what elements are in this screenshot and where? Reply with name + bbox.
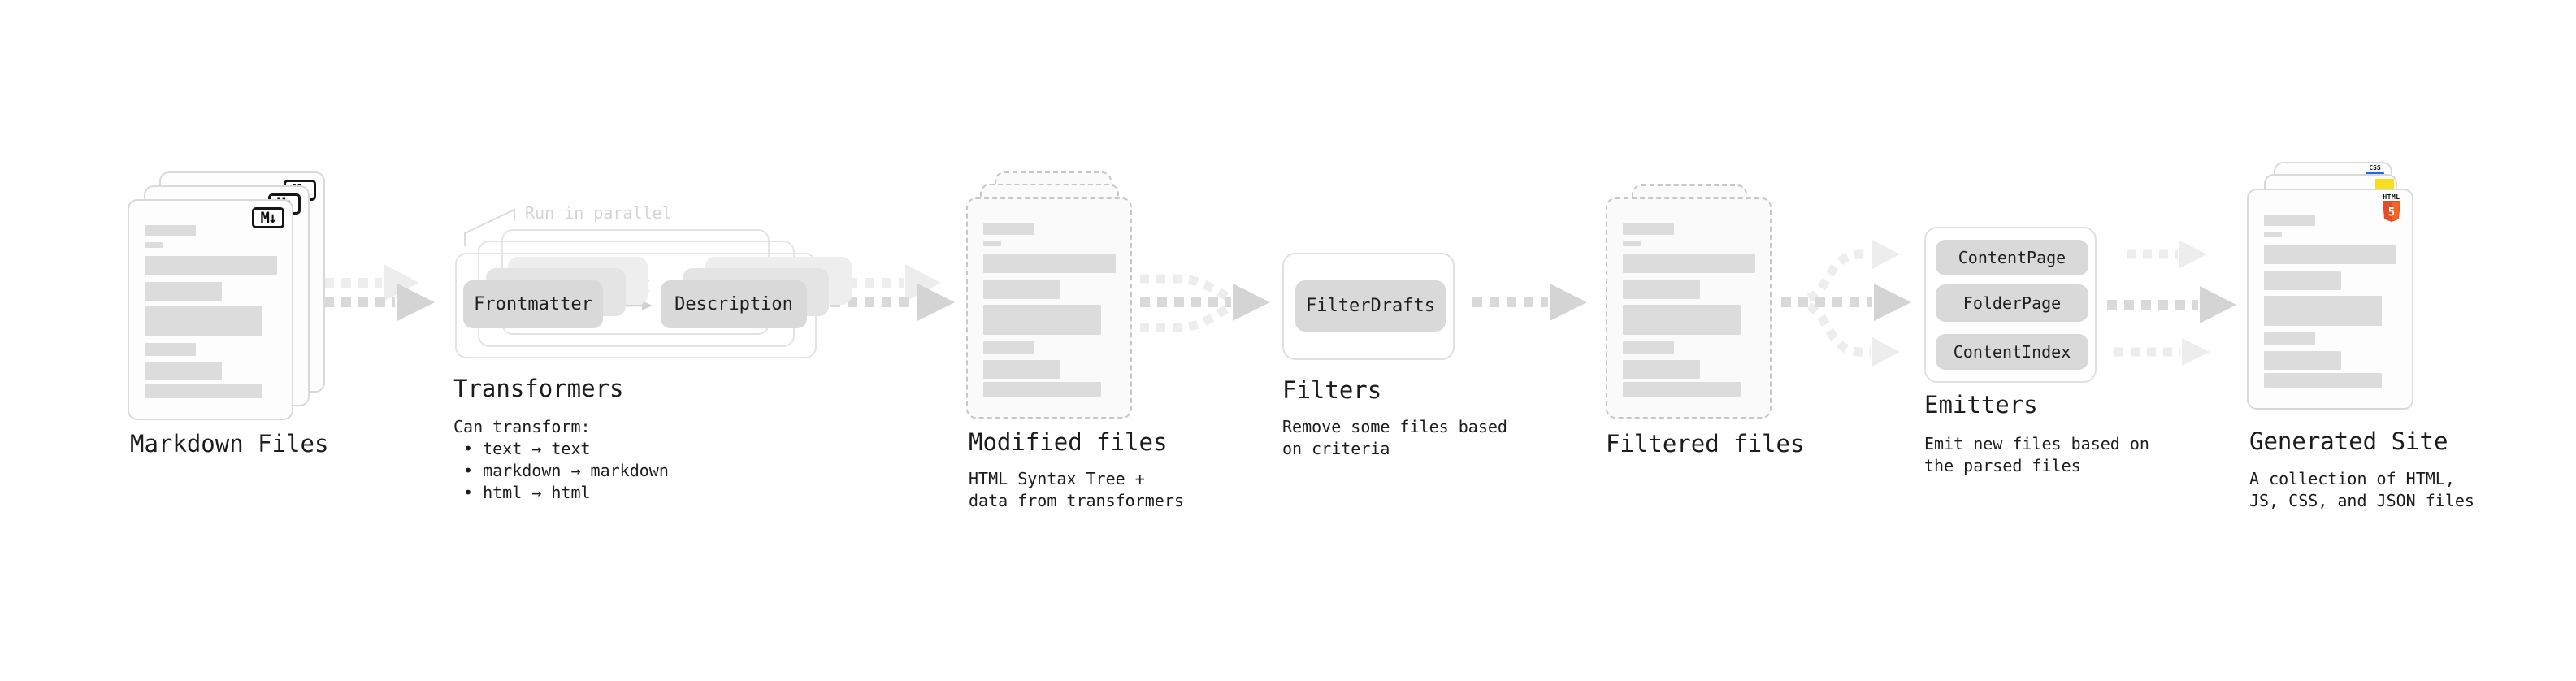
modified-files-desc-line: data from transformers [969, 491, 1184, 510]
generated-html-card: HTML 5 [2247, 189, 2413, 410]
placeholder-bar [145, 242, 163, 248]
placeholder-bar [2264, 271, 2341, 290]
svg-text:5: 5 [2388, 206, 2395, 219]
placeholder-bar [145, 343, 196, 356]
placeholder-bar [2264, 373, 2382, 388]
arrow-modified-to-filters [1140, 274, 1270, 332]
filters-desc-line: Remove some files based [1282, 417, 1507, 436]
generated-site-desc-line: JS, CSS, and JSON files [2249, 491, 2474, 510]
modified-files-desc-line: HTML Syntax Tree + [969, 469, 1145, 488]
js-file-icon [2375, 179, 2394, 189]
arrow-emitters-to-generated [2107, 241, 2236, 366]
placeholder-bar [983, 382, 1101, 397]
placeholder-bar [983, 341, 1034, 354]
placeholder-bar [145, 225, 196, 236]
placeholder-bar [1623, 223, 1674, 235]
emitters-desc-line: Emit new files based on [1924, 434, 2149, 453]
placeholder-bar [1623, 254, 1755, 273]
description-node: Description [661, 280, 807, 328]
filtered-file-card-front [1606, 197, 1772, 419]
placeholder-bar [2264, 332, 2315, 345]
transformers-title: Transformers [453, 375, 624, 402]
markdown-file-card-front: M↓ [128, 199, 293, 420]
arrow-markdown-to-transformers [307, 264, 435, 321]
placeholder-bar [983, 241, 1001, 246]
can-transform-line: Can transform: [453, 417, 591, 436]
placeholder-bar [1623, 382, 1741, 397]
placeholder-bar [2264, 232, 2282, 237]
filters-box: FilterDrafts [1282, 253, 1455, 360]
modified-files-title: Modified files [969, 428, 1168, 456]
contentpage-node: ContentPage [1936, 240, 2088, 275]
placeholder-bar [145, 256, 277, 275]
placeholder-bar [983, 254, 1116, 273]
run-in-parallel-note: Run in parallel [525, 203, 672, 223]
placeholder-bar [145, 282, 222, 301]
markdown-badge-icon: M↓ [252, 207, 284, 228]
placeholder-bar [1623, 280, 1700, 299]
generated-site-title: Generated Site [2249, 427, 2448, 455]
transformers-description: Can transform: • text → text • markdown … [453, 416, 669, 504]
placeholder-bar [1623, 360, 1700, 379]
placeholder-bar [2264, 215, 2315, 226]
generated-site-description: A collection of HTML, JS, CSS, and JSON … [2249, 468, 2474, 512]
frontmatter-node: Frontmatter [463, 280, 603, 328]
generated-site-desc-line: A collection of HTML, [2249, 469, 2455, 488]
contentindex-node: ContentIndex [1936, 334, 2088, 370]
placeholder-bar [145, 384, 262, 398]
filterdrafts-node: FilterDrafts [1295, 280, 1446, 332]
filters-description: Remove some files based on criteria [1282, 416, 1507, 460]
transform-bullet: • text → text [463, 439, 591, 458]
css-icon-label: CSS [2369, 164, 2381, 171]
html5-shield: 5 [2383, 201, 2400, 222]
placeholder-bar [983, 305, 1101, 335]
emitters-desc-line: the parsed files [1924, 456, 2081, 475]
arrow-filtered-to-emitters [1781, 240, 1911, 367]
arrow-filters-to-filtered [1472, 284, 1587, 321]
placeholder-bar [983, 360, 1060, 379]
modified-files-description: HTML Syntax Tree + data from transformer… [969, 468, 1184, 512]
placeholder-bar [145, 306, 262, 336]
html5-icon: HTML 5 [2382, 193, 2401, 223]
placeholder-bar [1623, 305, 1741, 335]
placeholder-bar [1623, 341, 1674, 354]
emitters-description: Emit new files based on the parsed files [1924, 433, 2149, 477]
placeholder-bar [1623, 241, 1641, 246]
transform-bullet: • html → html [463, 483, 591, 502]
placeholder-bar [2264, 351, 2341, 370]
filtered-files-title: Filtered files [1606, 430, 1805, 458]
emitters-box: ContentPage FolderPage ContentIndex [1924, 227, 2097, 383]
placeholder-bar [2264, 245, 2396, 264]
folderpage-node: FolderPage [1936, 284, 2088, 322]
placeholder-bar [2264, 296, 2382, 326]
transform-bullet: • markdown → markdown [463, 461, 669, 480]
html5-icon-label: HTML [2383, 193, 2400, 201]
filters-desc-line: on criteria [1282, 439, 1390, 458]
filters-title: Filters [1282, 376, 1382, 404]
markdown-files-title: Markdown Files [130, 430, 329, 458]
placeholder-bar [145, 362, 222, 380]
emitters-title: Emitters [1924, 391, 2038, 419]
placeholder-bar [983, 280, 1060, 299]
placeholder-bar [983, 223, 1034, 235]
modified-file-card-front [966, 197, 1132, 419]
